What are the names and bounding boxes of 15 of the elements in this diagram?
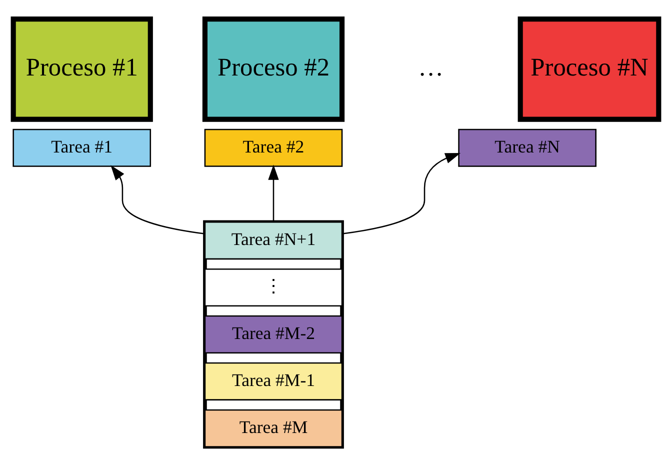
node-box: Tarea #N+1: [204, 221, 343, 260]
node-box: Tarea #N: [458, 128, 596, 166]
arrow: [110, 164, 205, 234]
node-box: Tarea #M-1: [204, 362, 343, 400]
label: …: [418, 53, 444, 82]
node-box: Proceso #2: [202, 16, 345, 122]
node-box: Proceso #N: [518, 16, 662, 122]
node-box: ⋮: [204, 268, 343, 306]
node-box: Tarea #M-2: [204, 314, 343, 353]
arrow: [268, 164, 279, 222]
arrow: [342, 152, 461, 234]
node-box: Tarea #2: [204, 128, 343, 166]
node-box: Tarea #M: [204, 408, 343, 447]
node-box: Tarea #1: [12, 128, 152, 166]
node-box: Proceso #1: [10, 16, 153, 122]
